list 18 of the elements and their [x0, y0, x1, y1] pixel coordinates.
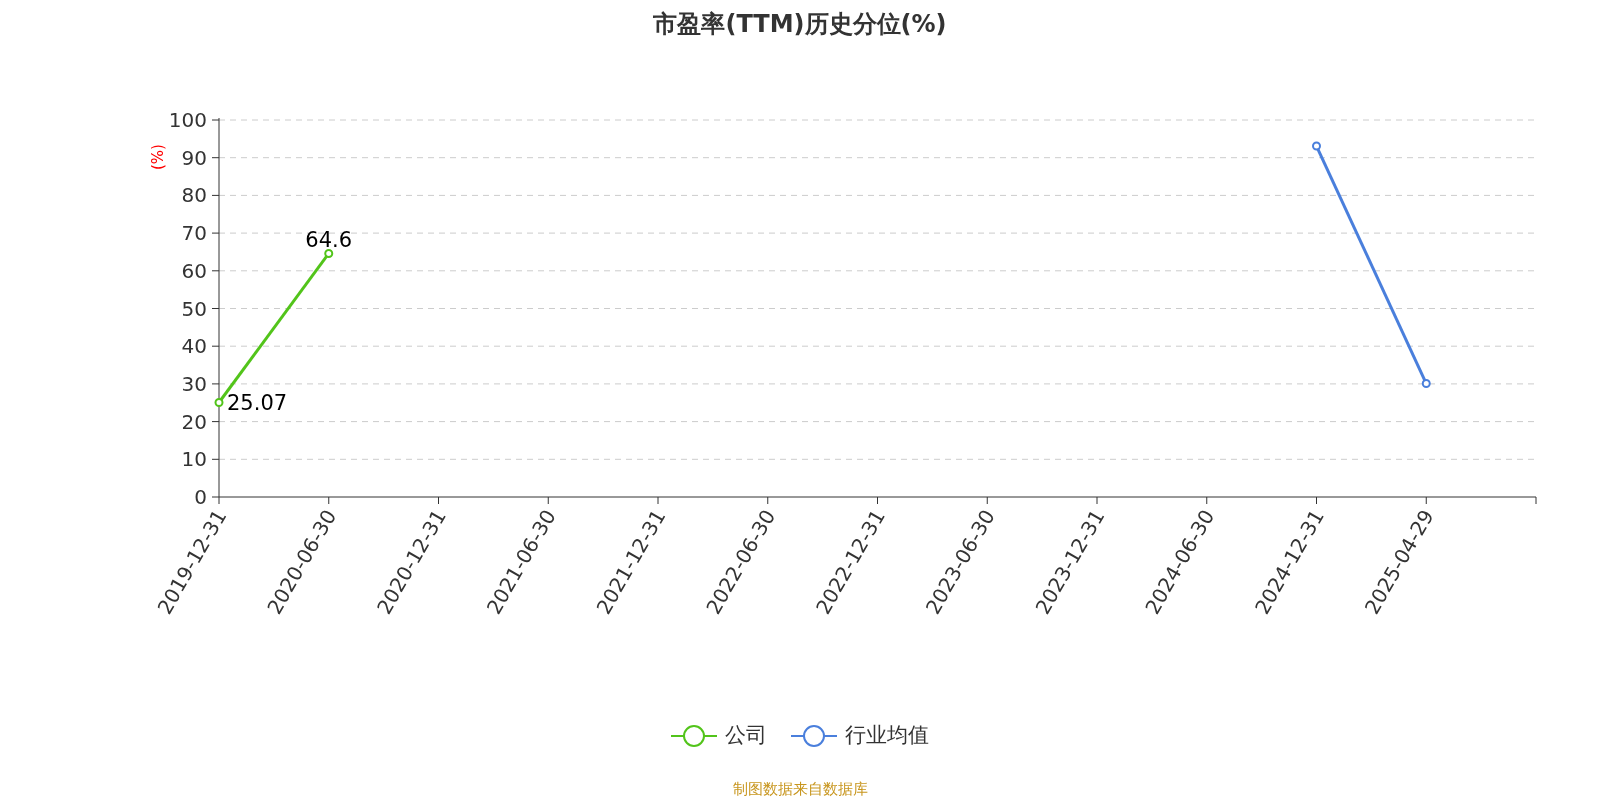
y-tick-label: 50	[181, 296, 207, 321]
y-axis-label: (%)	[149, 144, 167, 170]
data-label: 25.07	[227, 391, 288, 416]
y-tick-label: 90	[181, 145, 207, 170]
legend-label: 公司	[725, 722, 767, 749]
y-tick-label: 70	[181, 221, 207, 246]
chart-title: 市盈率(TTM)历史分位(%)	[652, 9, 948, 40]
y-tick-label: 40	[181, 334, 207, 359]
source-note: 制图数据来自数据库	[731, 779, 869, 800]
y-tick-label: 30	[181, 371, 207, 396]
data-label: 64.6	[305, 228, 353, 253]
y-tick-label: 60	[181, 258, 207, 283]
legend-label: 行业均值	[845, 722, 929, 749]
y-tick-label: 80	[181, 183, 207, 208]
y-tick-label: 100	[168, 108, 207, 132]
y-tick-label: 0	[194, 485, 207, 509]
y-tick-label: 10	[181, 447, 207, 472]
y-tick-label: 20	[181, 409, 207, 434]
